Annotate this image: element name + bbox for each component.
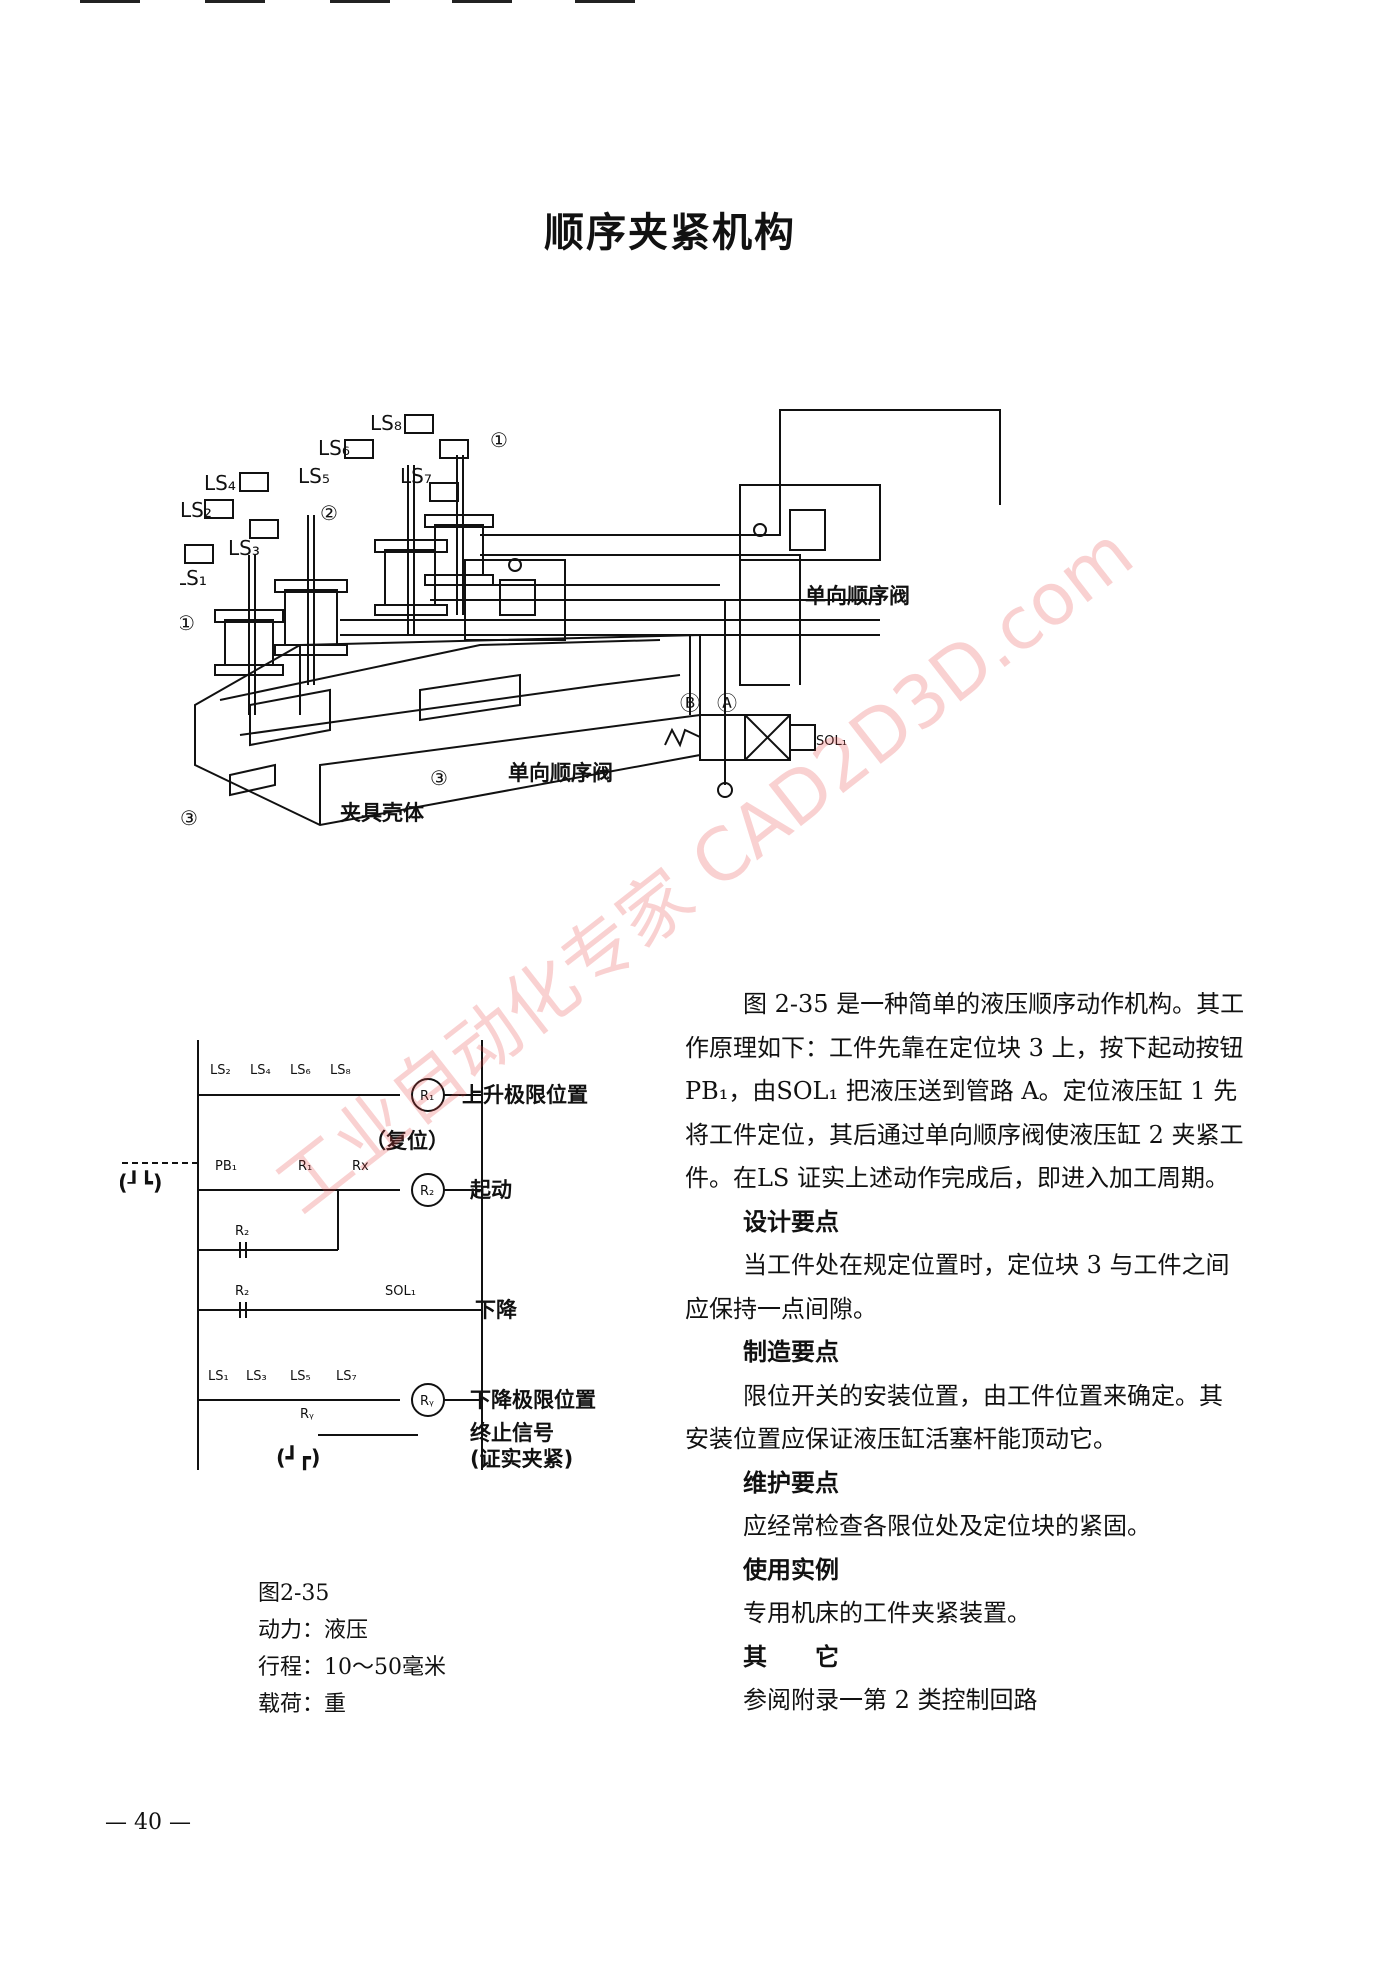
label-ls4: LS₄ bbox=[204, 471, 236, 495]
clamp-mechanism-diagram: LS₆ LS₈ LS₄ LS₂ LS₅ LS₇ LS₃ LS₁ ① ① ② ③ … bbox=[180, 409, 1001, 830]
label-mark2: ② bbox=[320, 501, 338, 525]
label-ls3: LS₃ bbox=[228, 536, 260, 560]
spec-stroke: 行程：10～50毫米 bbox=[258, 1655, 446, 1680]
heading-maintenance: 维护要点 bbox=[743, 1468, 839, 1497]
ladder-row5-ls5: LS₅ bbox=[290, 1369, 311, 1384]
paragraph-manufacture: 限位开关的安装位置，由工件位置来确定。其安装位置应保证液压缸活塞杆能顶动它。 bbox=[685, 1381, 1223, 1454]
ladder-label-lower-limit: 下降极限位置 bbox=[470, 1388, 596, 1412]
heading-design: 设计要点 bbox=[743, 1207, 839, 1236]
ladder-row5-ls7: LS₇ bbox=[336, 1369, 357, 1384]
paragraph-maintenance: 应经常检查各限位处及定位块的紧固。 bbox=[743, 1512, 1151, 1540]
ladder-row5-ls3: LS₃ bbox=[246, 1369, 267, 1384]
ladder-coil-r1: R₁ bbox=[420, 1089, 434, 1104]
label-mark3-left: ③ bbox=[180, 806, 198, 830]
paragraph-use: 专用机床的工件夹紧装置。 bbox=[743, 1599, 1031, 1627]
ladder-row5-ls1: LS₁ bbox=[208, 1369, 229, 1384]
ladder-r1-contact: R₁ bbox=[298, 1159, 312, 1174]
heading-manufacture: 制造要点 bbox=[743, 1338, 839, 1366]
label-port-a: Ⓐ bbox=[717, 691, 737, 715]
ladder-hold-contact: R₂ bbox=[235, 1224, 249, 1239]
ladder-coil-r2: R₂ bbox=[420, 1184, 434, 1199]
label-mark1-top: ① bbox=[490, 428, 508, 452]
label-mark3-mid: ③ bbox=[430, 766, 448, 790]
label-fixture-body: 夹具壳体 bbox=[340, 801, 425, 825]
ladder-label-upper-limit: 上升极限位置 bbox=[462, 1083, 588, 1107]
label-sol1: SOL₁ bbox=[816, 734, 847, 749]
ladder-rx-contact: Rx bbox=[352, 1159, 369, 1174]
label-check-valve-right: 单向顺序阀 bbox=[805, 584, 910, 608]
ladder-row4-contact: R₂ bbox=[235, 1284, 249, 1299]
heading-use: 使用实例 bbox=[743, 1555, 839, 1584]
ladder-row1-ls2: LS₂ bbox=[210, 1063, 231, 1078]
ladder-reset-label: （复位） bbox=[365, 1129, 449, 1153]
ladder-label-down: 下降 bbox=[475, 1298, 518, 1322]
ladder-diagram: LS₂ LS₄ LS₆ LS₈ R₁ 上升极限位置 （复位） PB₁ R₁ Rx… bbox=[120, 1040, 596, 1471]
label-mark1-left: ① bbox=[180, 611, 195, 635]
spec-power: 动力：液压 bbox=[258, 1618, 369, 1643]
label-ls8: LS₈ bbox=[370, 411, 402, 435]
paragraph-other: 参阅附录一第 2 类控制回路 bbox=[743, 1686, 1038, 1714]
heading-other: 其 它 bbox=[743, 1642, 839, 1671]
ladder-pb1: PB₁ bbox=[215, 1159, 237, 1174]
intro-paragraph: 图 2-35 是一种简单的液压顺序动作机构。其工作原理如下：工件先靠在定位块 3… bbox=[685, 990, 1245, 1192]
ladder-end-signal-note: (证实夹紧) bbox=[470, 1447, 573, 1471]
figure-specs: 图2-35 动力：液压 行程：10～50毫米 载荷：重 bbox=[258, 1575, 446, 1723]
ladder-row1-ls8: LS₈ bbox=[330, 1063, 351, 1078]
ladder-coil-ry: Rᵧ bbox=[420, 1394, 434, 1409]
ladder-ry-contact: Rᵧ bbox=[300, 1407, 314, 1422]
ladder-pulse-left: (┚┗) bbox=[120, 1170, 162, 1195]
ladder-pulse-bottom: (┛┏) bbox=[276, 1445, 320, 1471]
ladder-label-start: 起动 bbox=[469, 1178, 512, 1202]
label-port-b: Ⓑ bbox=[680, 691, 700, 715]
ladder-row1-ls4: LS₄ bbox=[250, 1063, 271, 1078]
figure-number: 图2-35 bbox=[258, 1581, 330, 1606]
page-title: 顺序夹紧机构 bbox=[544, 210, 796, 256]
label-ls5: LS₅ bbox=[298, 464, 330, 488]
label-ls7: LS₇ bbox=[400, 464, 432, 488]
ladder-sol1: SOL₁ bbox=[385, 1284, 416, 1299]
label-check-valve-left: 单向顺序阀 bbox=[508, 761, 613, 785]
spec-load: 载荷：重 bbox=[258, 1692, 347, 1717]
paragraph-design: 当工件处在规定位置时，定位块 3 与工件之间应保持一点间隙。 bbox=[685, 1251, 1230, 1323]
label-ls2: LS₂ bbox=[180, 498, 212, 522]
label-ls6: LS₆ bbox=[318, 436, 350, 460]
page-number: — 40 — bbox=[105, 1810, 191, 1835]
label-ls1: LS₁ bbox=[180, 566, 207, 590]
ladder-row1-ls6: LS₆ bbox=[290, 1063, 311, 1078]
ladder-end-signal: 终止信号 bbox=[470, 1421, 554, 1445]
body-text: 图 2-35 是一种简单的液压顺序动作机构。其工作原理如下：工件先靠在定位块 3… bbox=[685, 983, 1245, 1723]
